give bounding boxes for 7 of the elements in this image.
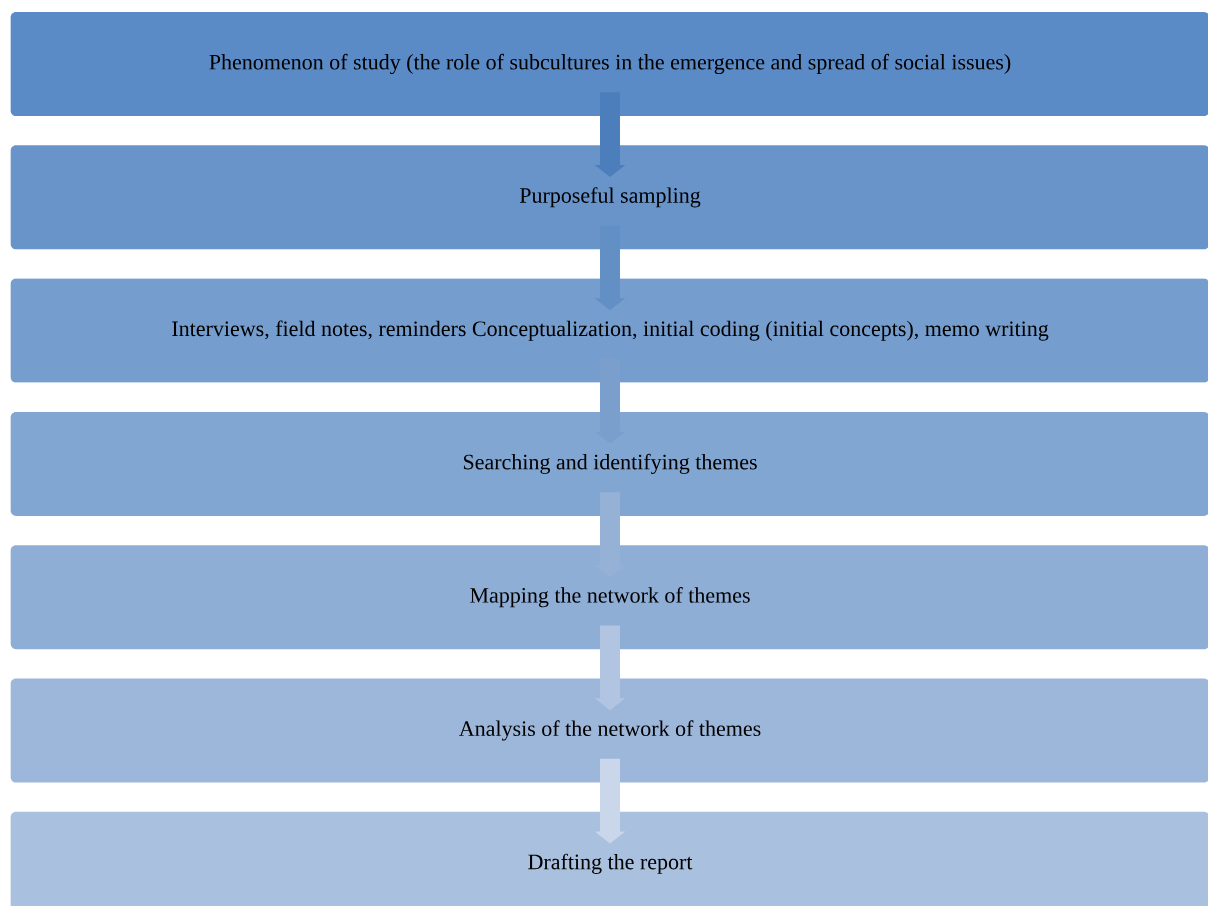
- process-box: Mapping the network of themes: [10, 545, 1208, 650]
- process-box: Phenomenon of study (the role of subcultures in the emergence and spread of social issues): [10, 12, 1208, 116]
- process-box: Purposeful sampling: [10, 145, 1208, 250]
- process-box: Interviews, field notes, reminders Conceptualization, initial coding (initial concepts), memo writing: [10, 278, 1208, 383]
- process-box: Analysis of the network of themes: [10, 678, 1208, 783]
- process-box: Searching and identifying themes: [10, 411, 1208, 516]
- process-box: Drafting the report: [10, 811, 1208, 906]
